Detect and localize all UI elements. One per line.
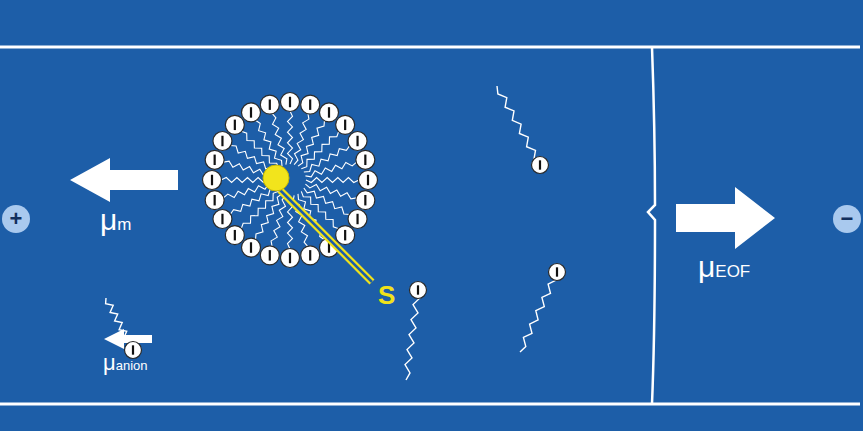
eof-arrow bbox=[676, 187, 775, 249]
solute-partition bbox=[280, 190, 372, 282]
micelle-mobility: μm bbox=[100, 205, 131, 235]
surfactant-tail bbox=[520, 272, 557, 352]
capillary-wall bbox=[0, 403, 860, 406]
surfactant-tail bbox=[288, 111, 293, 164]
surfactant-head bbox=[260, 246, 279, 265]
solute-partition bbox=[280, 190, 372, 282]
electrode: + bbox=[2, 205, 30, 233]
flow-front bbox=[648, 47, 655, 404]
charge-mark bbox=[367, 175, 369, 185]
surfactant-head bbox=[356, 191, 375, 210]
surfactant-head bbox=[205, 191, 224, 210]
surfactant-head bbox=[549, 264, 566, 281]
capillary-wall bbox=[0, 46, 860, 49]
surfactant-head bbox=[260, 95, 279, 114]
surfactant-head bbox=[348, 132, 367, 151]
charge-mark bbox=[328, 107, 330, 117]
surfactant-head bbox=[532, 157, 549, 174]
surfactant-head bbox=[281, 249, 300, 268]
surfactant-head bbox=[320, 103, 339, 122]
charge-mark bbox=[309, 250, 311, 260]
surfactant-head bbox=[336, 115, 355, 134]
surfactant-head bbox=[125, 342, 142, 359]
surfactant-head bbox=[225, 226, 244, 245]
surfactant-head bbox=[205, 150, 224, 169]
charge-mark bbox=[539, 160, 541, 169]
surfactant-tail bbox=[272, 113, 287, 164]
surfactant-tail bbox=[405, 290, 420, 380]
charge-mark bbox=[221, 136, 223, 146]
charge-mark bbox=[214, 155, 216, 165]
charge-mark bbox=[289, 253, 291, 263]
micelle bbox=[203, 93, 378, 283]
charge-mark bbox=[221, 214, 223, 224]
charge-mark bbox=[364, 195, 366, 205]
electrode-sign: − bbox=[841, 208, 854, 230]
surfactant-head bbox=[281, 93, 300, 112]
charge-mark bbox=[356, 136, 358, 146]
charge-mark bbox=[364, 155, 366, 165]
electrode: − bbox=[833, 205, 861, 233]
surfactant-head bbox=[213, 132, 232, 151]
surfactant-head bbox=[359, 171, 378, 190]
charge-mark bbox=[269, 250, 271, 260]
surfactant-head bbox=[410, 282, 427, 299]
free-surfactants bbox=[106, 86, 566, 380]
charge-mark bbox=[344, 230, 346, 240]
surfactant-head bbox=[242, 238, 261, 257]
electrode-sign: + bbox=[10, 208, 23, 230]
surfactant-tail bbox=[306, 178, 359, 183]
eof-mobility: μEOF bbox=[698, 252, 750, 282]
charge-mark bbox=[356, 214, 358, 224]
surfactant-head bbox=[203, 171, 222, 190]
charge-mark bbox=[289, 97, 291, 107]
charge-mark bbox=[211, 175, 213, 185]
surfactant-head bbox=[348, 210, 367, 229]
surfactant-head bbox=[336, 226, 355, 245]
charge-mark bbox=[344, 120, 346, 130]
charge-mark bbox=[556, 267, 558, 276]
solute-label: S bbox=[378, 282, 395, 308]
charge-mark bbox=[417, 285, 419, 294]
charge-mark bbox=[234, 230, 236, 240]
micelle-arrow bbox=[70, 158, 178, 202]
charge-mark bbox=[250, 242, 252, 252]
surfactant-head bbox=[356, 150, 375, 169]
surfactant-head bbox=[242, 103, 261, 122]
surfactant-head bbox=[225, 115, 244, 134]
micelle-core bbox=[263, 165, 289, 191]
surfactant-head bbox=[213, 210, 232, 229]
charge-mark bbox=[214, 195, 216, 205]
surfactant-head bbox=[301, 95, 320, 114]
surfactant-tail bbox=[305, 162, 356, 177]
charge-mark bbox=[234, 120, 236, 130]
charge-mark bbox=[132, 345, 134, 354]
surfactant-tail bbox=[497, 86, 540, 165]
charge-mark bbox=[269, 99, 271, 109]
charge-mark bbox=[309, 99, 311, 109]
surfactant-head bbox=[301, 246, 320, 265]
charge-mark bbox=[250, 107, 252, 117]
anion-mobility: μanion bbox=[103, 352, 148, 374]
